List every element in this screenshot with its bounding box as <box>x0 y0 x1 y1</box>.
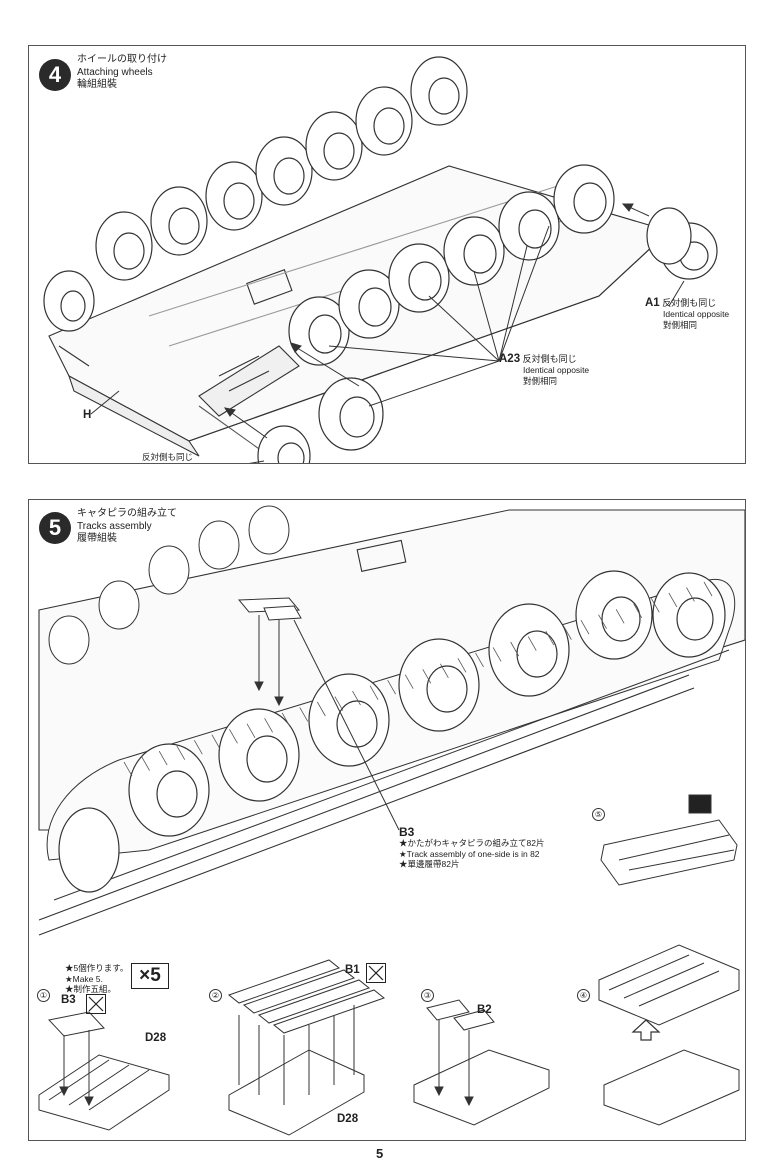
cut-mark-icon <box>366 963 386 983</box>
title-english: Attaching wheels <box>77 66 153 78</box>
track-link <box>246 723 256 739</box>
title-english: Tracks assembly <box>77 520 152 532</box>
track-link <box>440 663 449 679</box>
a23-note-ja: 反対側も同じ <box>522 354 577 364</box>
part-label-b1: B1 <box>345 964 360 976</box>
track-link <box>193 739 203 755</box>
track-link <box>527 636 537 651</box>
cut-mark-icon <box>86 994 106 1014</box>
track-link <box>598 614 607 629</box>
track-link <box>457 658 467 673</box>
callout-a3: 反対側も同じ <box>142 452 193 463</box>
track-link <box>264 718 273 733</box>
a23-note-zh: 對側相同 <box>523 375 558 386</box>
track-link <box>299 707 309 722</box>
title-japanese: ホイールの取り付け <box>77 54 167 65</box>
substep-3-marker: ③ <box>421 989 434 1002</box>
a23-note-en: Identical opposite <box>523 365 590 375</box>
part-label-a1: A1 <box>645 297 660 309</box>
track-link <box>703 581 713 597</box>
step-number-badge: 5 <box>39 512 71 544</box>
track-link <box>668 592 678 608</box>
track-link <box>492 647 502 662</box>
part-label-b2: B2 <box>477 1004 492 1016</box>
track-link <box>686 587 695 602</box>
callout-a23: A23 反対側も同じ Identical opposite 對側相同 <box>499 353 590 386</box>
part-label-b3: B3 <box>399 825 415 839</box>
track-link <box>387 679 396 695</box>
page-number: 5 <box>376 1146 384 1161</box>
make-note-zh: ★制作五組。 <box>65 984 117 994</box>
make-note-en: ★Make 5. <box>65 973 103 984</box>
part-label-h: H <box>83 409 92 421</box>
track-link <box>580 619 590 635</box>
title-japanese: キャタピラの組み立て <box>77 508 177 519</box>
track-assembly-drawing <box>38 505 745 1136</box>
part-label-d28-substep2: D28 <box>337 1113 359 1125</box>
track-link <box>545 630 555 646</box>
step-number-badge: 4 <box>39 59 71 91</box>
b3-note-zh: ★單邊履帶82片 <box>399 859 460 869</box>
track-link <box>123 761 133 777</box>
track-link-ticks <box>123 581 713 777</box>
track-link <box>422 669 432 684</box>
make-note-ja: ★5個作ります。 <box>65 963 129 973</box>
track-link <box>334 696 344 711</box>
track-link <box>650 598 660 613</box>
b3-note-en: ★Track assembly of one-side is in 82 <box>399 848 540 859</box>
wheel-assembly-drawing <box>43 56 718 463</box>
part-label-a23: A23 <box>499 353 521 365</box>
track-link <box>352 690 361 706</box>
callout-a1: A1 反対側も同じ Identical opposite 對側相同 <box>645 297 730 330</box>
multiplier-badge: ×5 <box>131 963 169 989</box>
a1-note-zh: 對側相同 <box>663 319 698 330</box>
substep-5-marker: ⑤ <box>592 808 605 821</box>
track-link <box>404 674 414 689</box>
a3-note-ja: 反対側も同じ <box>142 452 194 462</box>
track-link <box>281 712 291 728</box>
track-link <box>563 625 572 640</box>
track-link <box>369 685 379 700</box>
part-label-b3-substep1: B3 <box>61 994 76 1006</box>
track-link <box>211 734 221 749</box>
part-label-d28-substep1: D28 <box>145 1032 167 1044</box>
a1-note-ja: 反対側も同じ <box>662 298 717 308</box>
track-link <box>475 652 484 668</box>
track-link <box>633 603 643 619</box>
substep-4-marker: ④ <box>577 989 590 1002</box>
step-5-panel: 5 キャタピラの組み立て Tracks assembly 履帶組裝 B3 ★かた… <box>28 499 746 1141</box>
title-chinese: 輪組組裝 <box>77 79 117 90</box>
track-link <box>615 609 625 624</box>
track-link <box>158 750 168 766</box>
make-note: ★5個作ります。 ★Make 5. ★制作五組。 <box>65 963 128 995</box>
b3-note-ja: ★かたがわキャタピラの組み立て82片 <box>399 838 545 848</box>
track-link <box>229 729 238 744</box>
step-4-panel: 4 ホイールの取り付け Attaching wheels 輪組組裝 H A1 反… <box>28 45 746 464</box>
track-link <box>141 756 150 771</box>
track-link <box>176 745 186 760</box>
track-link <box>316 701 326 717</box>
substep-2-marker: ② <box>209 989 222 1002</box>
title-chinese: 履帶組裝 <box>77 533 117 544</box>
step-title: ホイールの取り付け Attaching wheels 輪組組裝 <box>77 54 167 92</box>
a1-note-en: Identical opposite <box>663 309 730 319</box>
track-link <box>510 641 520 657</box>
substep-1-marker: ① <box>37 989 50 1002</box>
step-title: キャタピラの組み立て Tracks assembly 履帶組裝 <box>77 508 177 546</box>
callout-b3: B3 ★かたがわキャタピラの組み立て82片 ★Track assembly of… <box>399 825 545 870</box>
